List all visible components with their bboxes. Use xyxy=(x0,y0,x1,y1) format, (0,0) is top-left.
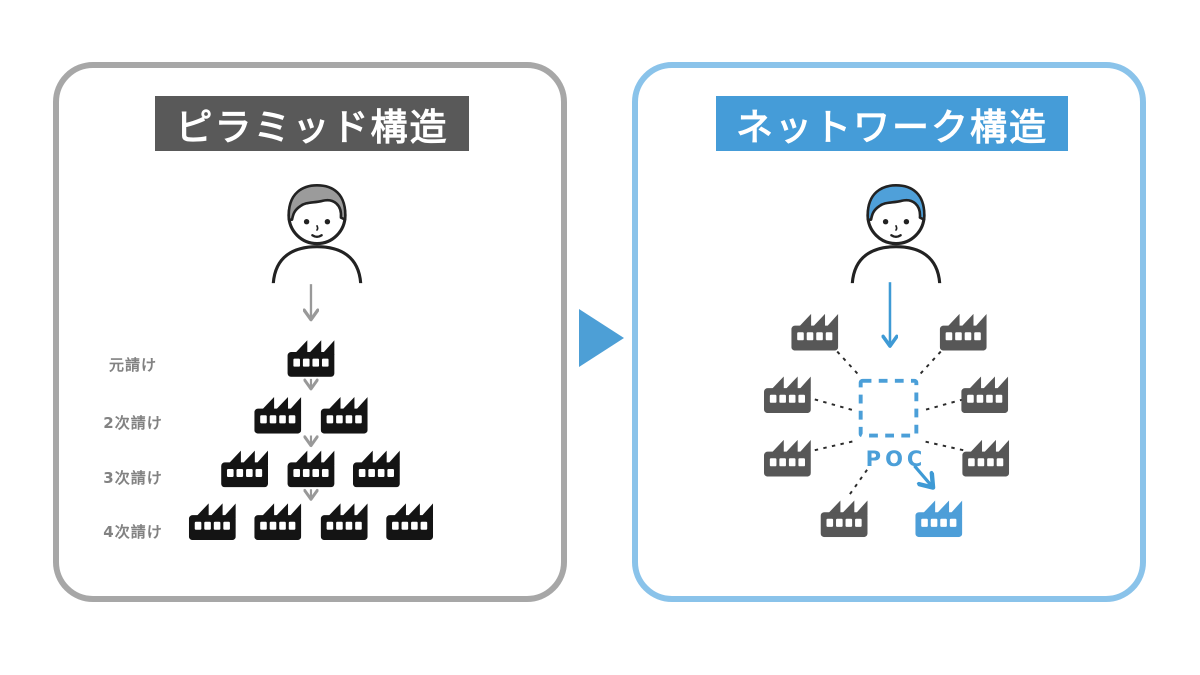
dashed-link xyxy=(849,467,870,495)
dashed-hub-box xyxy=(858,378,919,438)
network-graphics xyxy=(763,282,1010,538)
tier-label-3: 3次請け xyxy=(103,469,163,487)
factory-icon xyxy=(791,313,839,351)
factory-icon xyxy=(763,376,811,414)
dashed-link xyxy=(923,440,964,452)
factory-icon xyxy=(287,340,335,377)
factory-icon xyxy=(820,500,868,538)
factory-icon xyxy=(188,503,236,541)
factory-icon xyxy=(254,503,302,541)
factory-icon xyxy=(352,450,400,488)
pyramid-graphics xyxy=(188,284,434,541)
diagonal-arrow-icon xyxy=(913,464,932,487)
dashed-link xyxy=(814,440,854,452)
factory-icon xyxy=(320,396,368,434)
tier-label-1: 元請け xyxy=(108,356,157,374)
factory-icon xyxy=(287,450,335,488)
tier-label-4: 4次請け xyxy=(103,523,163,541)
dashed-link xyxy=(836,350,860,376)
hub-label: POC xyxy=(865,447,927,471)
tier-label-2: 2次請け xyxy=(103,414,163,432)
factory-icon xyxy=(939,313,987,351)
factory-icon xyxy=(962,439,1010,477)
network-panel-title: ネットワーク構造 xyxy=(716,96,1068,151)
dashed-link xyxy=(923,398,964,412)
pyramid-panel: ピラミッド構造 元請け 2次請け 3次請け 4次請け xyxy=(53,62,567,602)
factory-icon xyxy=(221,450,269,488)
factory-icon xyxy=(386,503,434,541)
factory-icon xyxy=(961,376,1009,414)
dashed-link xyxy=(814,398,854,412)
network-panel: ネットワーク構造 xyxy=(632,62,1146,602)
pyramid-panel-title: ピラミッド構造 xyxy=(155,96,469,151)
dashed-link xyxy=(918,350,942,376)
highlighted-factory-icon xyxy=(915,500,963,538)
right-triangle-arrow-icon xyxy=(579,309,624,367)
factory-icon xyxy=(320,503,368,541)
factory-icon xyxy=(254,396,302,434)
dashed-links xyxy=(814,350,964,495)
factory-icon xyxy=(763,439,811,477)
